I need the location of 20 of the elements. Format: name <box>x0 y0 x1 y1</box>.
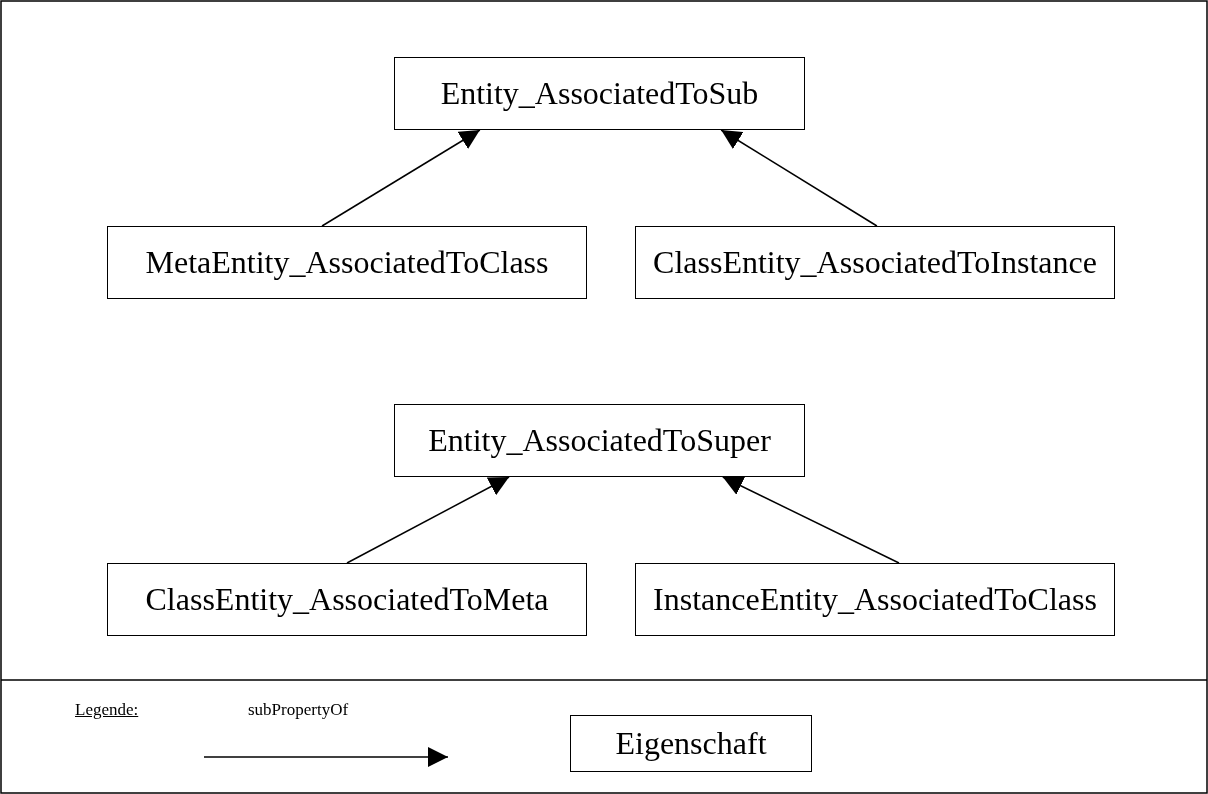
node-label: Entity_AssociatedToSuper <box>428 422 771 459</box>
node-label: ClassEntity_AssociatedToInstance <box>653 244 1097 281</box>
class-box <box>635 226 1115 299</box>
class-box <box>394 404 805 477</box>
node-label: Eigenschaft <box>615 725 767 762</box>
arrow <box>720 129 878 227</box>
class-box <box>394 57 805 130</box>
class-box <box>570 715 812 772</box>
node-label: MetaEntity_AssociatedToClass <box>145 244 549 281</box>
class-box <box>107 563 587 636</box>
legend-label: subPropertyOf <box>248 700 349 720</box>
arrow <box>321 129 481 227</box>
node-label: InstanceEntity_AssociatedToClass <box>653 581 1097 618</box>
legend-heading: Legende: <box>75 700 139 720</box>
arrow <box>722 476 900 564</box>
class-box <box>635 563 1115 636</box>
node-label: Entity_AssociatedToSub <box>440 75 759 112</box>
class-box <box>107 226 587 299</box>
node-label: ClassEntity_AssociatedToMeta <box>145 581 549 618</box>
arrow <box>346 476 510 564</box>
